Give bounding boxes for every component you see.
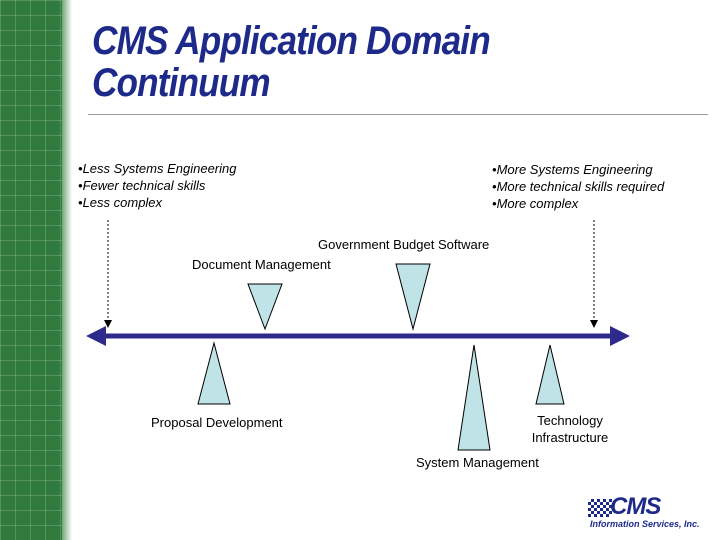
technology-infrastructure-marker bbox=[535, 344, 565, 405]
right-bullet-item: More technical skills required bbox=[492, 178, 665, 195]
right-bullet-list: More Systems Engineering More technical … bbox=[492, 161, 665, 212]
page-title: CMS Application Domain Continuum bbox=[92, 19, 491, 105]
left-bullet-item: Less complex bbox=[78, 194, 236, 211]
axis-right-arrowhead bbox=[610, 326, 630, 346]
logo-subtitle: Information Services, Inc. bbox=[590, 519, 700, 529]
document-management-label: Document Management bbox=[192, 257, 331, 272]
left-bullet-item: Less Systems Engineering bbox=[78, 160, 237, 177]
government-budget-marker bbox=[395, 263, 431, 331]
logo-checker-icon bbox=[588, 499, 612, 517]
document-management-marker bbox=[247, 283, 283, 331]
proposal-development-label: Proposal Development bbox=[151, 415, 283, 430]
technology-infrastructure-label: Technology Infrastructure bbox=[531, 413, 609, 445]
system-management-marker bbox=[457, 344, 491, 451]
sidebar-fade bbox=[62, 0, 72, 540]
government-budget-label: Government Budget Software bbox=[318, 237, 490, 252]
system-management-label: System Management bbox=[416, 455, 539, 470]
right-bullet-item: More complex bbox=[492, 195, 664, 212]
left-bullet-item: Fewer technical skills bbox=[78, 177, 236, 194]
cms-logo: CMS Information Services, Inc. bbox=[588, 493, 708, 531]
logo-name: CMS bbox=[610, 493, 661, 520]
proposal-development-marker bbox=[197, 341, 231, 405]
right-bullet-item: More Systems Engineering bbox=[492, 161, 664, 178]
axis-left-arrowhead bbox=[86, 326, 106, 346]
left-bullet-list: Less Systems Engineering Fewer technical… bbox=[78, 160, 237, 211]
title-divider bbox=[88, 114, 708, 115]
sidebar-pattern bbox=[0, 0, 62, 540]
